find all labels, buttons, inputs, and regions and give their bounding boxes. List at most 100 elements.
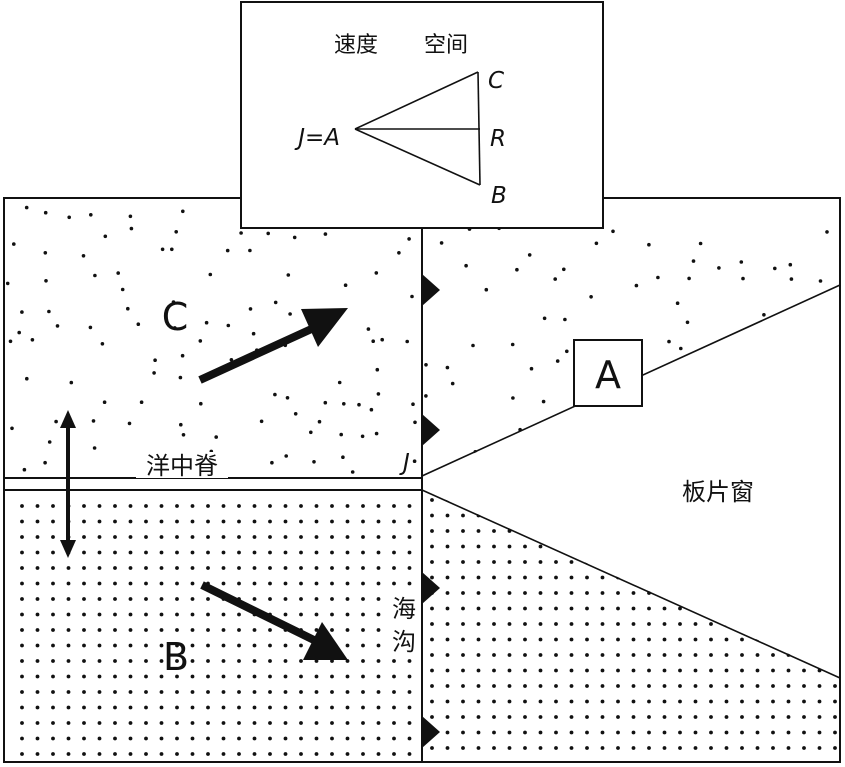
pattern-dot xyxy=(724,699,729,704)
pattern-dot xyxy=(678,699,682,704)
pattern-dot xyxy=(750,375,754,380)
pattern-dot xyxy=(20,597,24,601)
pattern-dot xyxy=(171,300,176,304)
pattern-dot xyxy=(585,591,589,595)
pattern-dot xyxy=(20,736,24,741)
pattern-dot xyxy=(740,560,744,564)
pattern-dot xyxy=(476,653,481,657)
pattern-dot xyxy=(299,721,303,725)
pattern-dot xyxy=(268,674,272,679)
pattern-dot xyxy=(82,659,86,663)
pattern-dot xyxy=(206,705,210,710)
pattern-dot xyxy=(817,513,822,518)
pattern-dot xyxy=(709,575,713,580)
pattern-dot xyxy=(678,730,682,735)
pattern-dot xyxy=(771,529,775,533)
subduction-tooth xyxy=(422,274,440,306)
pattern-dot xyxy=(724,715,729,719)
pattern-dot xyxy=(345,597,350,601)
pattern-dot xyxy=(786,575,791,580)
pattern-dot xyxy=(647,668,651,673)
pattern-dot xyxy=(507,606,512,611)
pattern-dot xyxy=(190,597,195,601)
pattern-dot xyxy=(817,730,822,735)
pattern-dot xyxy=(523,730,527,735)
pattern-dot xyxy=(51,612,55,617)
pattern-dot xyxy=(600,544,605,549)
pattern-dot xyxy=(616,699,620,704)
pattern-dot xyxy=(252,736,257,741)
pattern-dot xyxy=(554,668,558,673)
pattern-dot xyxy=(476,606,481,611)
pattern-dot xyxy=(273,300,278,305)
velocity-triangle xyxy=(354,71,481,186)
pattern-dot xyxy=(285,396,290,400)
pattern-dot xyxy=(693,699,698,704)
pattern-dot xyxy=(662,498,667,502)
pattern-dot xyxy=(392,659,396,663)
pattern-dot xyxy=(374,431,379,436)
pattern-dot xyxy=(82,566,86,570)
pattern-dot xyxy=(786,591,791,595)
pattern-dot xyxy=(817,498,822,502)
pattern-dot xyxy=(283,674,288,679)
pattern-dot xyxy=(175,612,179,617)
pattern-dot xyxy=(724,591,729,595)
pattern-dot xyxy=(616,622,620,626)
pattern-dot xyxy=(252,550,257,555)
pattern-dot xyxy=(237,504,241,508)
pattern-dot xyxy=(144,550,148,555)
pattern-dot xyxy=(569,560,574,564)
pattern-dot xyxy=(225,248,230,253)
pattern-dot xyxy=(600,498,605,502)
pattern-dot xyxy=(268,504,272,508)
subduction-tooth xyxy=(422,414,440,446)
pattern-dot xyxy=(407,566,412,570)
pattern-dot xyxy=(299,705,303,710)
pattern-dot xyxy=(330,566,334,570)
pattern-dot xyxy=(283,535,288,539)
pattern-dot xyxy=(691,259,696,263)
pattern-dot xyxy=(616,498,620,502)
pattern-dot xyxy=(430,529,434,533)
pattern-dot xyxy=(779,417,784,421)
pattern-dot xyxy=(786,746,791,750)
pattern-dot xyxy=(631,637,636,642)
pattern-dot xyxy=(507,498,512,502)
pattern-dot xyxy=(35,736,40,741)
pattern-dot xyxy=(82,643,86,648)
pattern-dot xyxy=(128,674,133,679)
pattern-dot xyxy=(476,591,481,595)
pattern-dot xyxy=(20,674,24,679)
pattern-dot xyxy=(662,746,667,750)
pattern-dot xyxy=(35,628,40,632)
pattern-dot xyxy=(337,380,342,385)
pattern-dot xyxy=(97,535,102,539)
pattern-dot xyxy=(817,606,822,611)
pattern-dot xyxy=(802,637,806,642)
pattern-dot xyxy=(600,746,605,750)
pattern-dot xyxy=(345,752,350,756)
pattern-dot xyxy=(51,705,55,710)
pattern-dot xyxy=(97,674,102,679)
pattern-dot xyxy=(771,606,775,611)
pattern-dot xyxy=(237,566,241,570)
pattern-dot xyxy=(445,637,450,642)
pattern-dot xyxy=(554,684,558,688)
pattern-dot xyxy=(647,653,651,657)
pattern-dot xyxy=(366,327,371,331)
pattern-dot xyxy=(82,736,86,741)
pattern-dot xyxy=(299,612,303,617)
pattern-dot xyxy=(507,653,512,657)
pattern-dot xyxy=(345,674,350,679)
pattern-dot xyxy=(585,513,589,518)
pattern-dot xyxy=(252,581,257,586)
pattern-dot xyxy=(817,591,822,595)
pattern-dot xyxy=(144,736,148,741)
pattern-dot xyxy=(89,213,93,217)
pattern-dot xyxy=(461,730,465,735)
pattern-dot xyxy=(268,643,272,648)
pattern-dot xyxy=(833,529,837,533)
pattern-dot xyxy=(392,535,396,539)
pattern-dot xyxy=(771,637,775,642)
